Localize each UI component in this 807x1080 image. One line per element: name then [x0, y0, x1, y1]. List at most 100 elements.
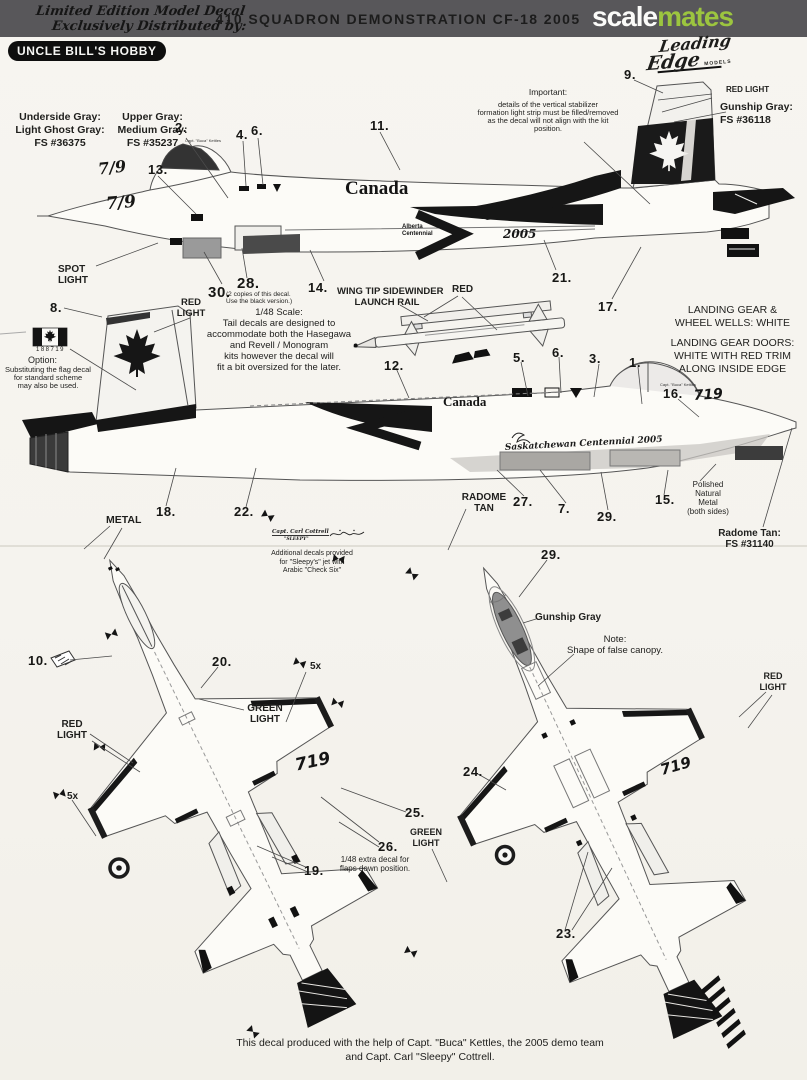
distributor-line1: Limited Edition Model Decal — [34, 4, 246, 19]
arabic-script — [329, 529, 365, 537]
exhaust-fan-b — [663, 979, 723, 1040]
handwritten-79-b: 7/9 — [105, 191, 137, 215]
callout-13: 13. — [148, 162, 168, 177]
alberta-line1: Alberta — [402, 224, 423, 230]
watermark-mates: mates — [657, 1, 734, 32]
callout-9: 9. — [624, 67, 637, 82]
missile-black-decals — [452, 348, 491, 364]
callout-23: 23. — [556, 926, 576, 941]
callout-16: 16. — [663, 386, 683, 401]
canada-wordmark-port: Canada — [345, 178, 409, 199]
belly-gray-box — [182, 237, 222, 259]
signature: Capt. Carl Cottrell — [272, 529, 329, 536]
brand-word-2: Edge — [645, 48, 702, 76]
scalemates-watermark: scalemates — [592, 1, 734, 33]
flag-option-title: Option: — [28, 355, 58, 365]
nose-number: 719 — [693, 386, 724, 404]
exhaust-hatch-b — [664, 993, 714, 1021]
flaps-note: 1/48 extra decal for flaps down position… — [339, 855, 411, 873]
flag-serial: 188719 — [36, 347, 66, 353]
alberta-line2: Centennial — [402, 231, 433, 237]
false-canopy-note: Note: Shape of false canopy. — [567, 634, 663, 656]
spine-stencil-2 — [257, 184, 266, 189]
callout-20: 20. — [212, 654, 232, 669]
qty-5x-label-2: 5x — [67, 791, 79, 802]
alberta-year: 2005 — [502, 227, 536, 241]
plan-outline — [90, 558, 379, 982]
callout-19: 19. — [304, 863, 324, 878]
roundel-bottom — [494, 844, 516, 866]
signature-nickname: "SLEEPY" — [284, 537, 309, 542]
callout-8: 8. — [50, 300, 63, 315]
radome-tan-fs-note: Radome Tan: FS #31140 — [718, 528, 781, 550]
footer-line2: and Capt. Carl "Sleepy" Cottrell. — [345, 1051, 495, 1063]
callout-4: 4. — [236, 127, 249, 142]
red-label-missile: RED — [452, 284, 474, 295]
stab-tip-left-b — [565, 959, 579, 983]
stab-tip-left — [198, 949, 212, 974]
important-note: Important: details of the vertical stabi… — [477, 87, 619, 133]
copies-note: (2 copies of this decal. Use the black v… — [226, 291, 293, 305]
nozzle-lines — [35, 433, 57, 470]
footer-line1: This decal produced with the help of Cap… — [236, 1037, 604, 1049]
scale-note: 1/48 Scale: Tail decals are designed to … — [206, 307, 352, 373]
callout-27: 27. — [513, 494, 533, 509]
polished-metal-note: Polished Natural Metal (both sides) — [687, 480, 729, 516]
hatch-bar — [701, 975, 746, 1049]
exhaust-hatch — [298, 982, 348, 1009]
gunship-gray-label: Gunship Gray — [535, 612, 602, 623]
fastener-icon — [93, 742, 106, 752]
sleepy-note: Additional decals provided for "Sleepy's… — [271, 550, 353, 574]
callout-15: 15. — [655, 492, 675, 507]
watermark-scale: scale — [592, 1, 658, 32]
callout-12: 12. — [384, 358, 404, 373]
distributor-name-badge: UNCLE BILL'S HOBBY — [8, 41, 166, 61]
qty-5x-label-1: 5x — [310, 661, 322, 672]
callout-28: 28. — [237, 275, 260, 292]
callout-1: 1. — [629, 355, 642, 370]
callout-5: 5. — [513, 350, 526, 365]
bottom-plan-view-drawing — [457, 566, 747, 1049]
underside-gray-note: Underside Gray: Light Ghost Gray: FS #36… — [15, 111, 105, 149]
spine-stencil-1 — [239, 186, 249, 191]
roundel-top — [108, 857, 130, 879]
gunship-gray-note: Gunship Gray: FS #36118 — [720, 101, 793, 126]
handwritten-79-a: 7/9 — [97, 156, 128, 179]
exhaust-fan — [297, 968, 357, 1028]
flag-option-note: Substituting the flag decal for standard… — [5, 365, 91, 390]
callout-21: 21. — [552, 270, 572, 285]
callout-22: 22. — [234, 504, 254, 519]
aft-detail-1 — [721, 228, 749, 239]
callout-6: 6. — [251, 123, 264, 138]
missile-nose — [353, 336, 377, 348]
hatched-patch-icon — [50, 650, 76, 668]
canada-wordmark-stbd: Canada — [443, 394, 487, 409]
callout-29a: 29. — [597, 509, 617, 524]
false-canopy — [492, 591, 532, 666]
callout-3: 3. — [589, 351, 602, 366]
upper-gray-note: Upper Gray: Medium Gray: FS #35237 — [117, 111, 188, 149]
small-sq-3 — [575, 839, 583, 847]
header-bar — [0, 0, 807, 37]
callout-25: 25. — [405, 805, 425, 820]
callout-24: 24. — [463, 764, 483, 779]
callout-30: 30. — [208, 284, 231, 301]
spine-stencil-3 — [512, 388, 532, 397]
main-gear-bay-1 — [499, 451, 591, 471]
nose-gear-door-dark — [735, 446, 783, 460]
gear-doors-note: LANDING GEAR DOORS: WHITE WITH RED TRIM … — [670, 337, 795, 375]
sidewinder-label: WING TIP SIDEWINDER LAUNCH RAIL — [337, 286, 444, 308]
callout-26: 26. — [378, 839, 398, 854]
main-gear-bay-2 — [609, 449, 681, 467]
radome-tan-label: RADOME TAN — [461, 492, 507, 514]
callout-7: 7. — [558, 501, 571, 516]
metal-label: METAL — [106, 514, 142, 526]
belly-dark-fairing — [243, 234, 300, 254]
fuselage-stencil — [191, 214, 203, 221]
